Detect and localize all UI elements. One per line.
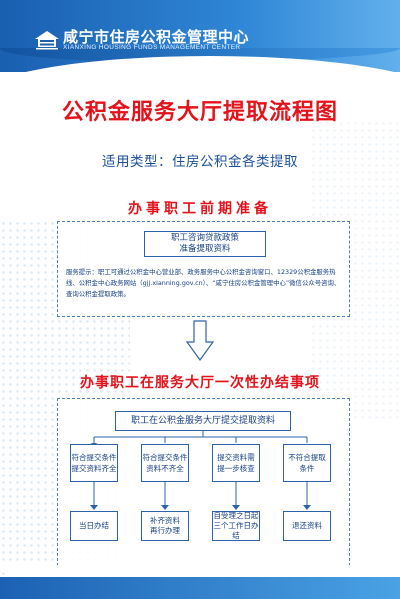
header-band: 咸宁市住房公积金管理中心 XIANXING HOUSING FUNDS MANA… [0,0,400,72]
branch-line-2: 提一步核查 [217,464,255,473]
org-name: 咸宁市住房公积金管理中心 [63,28,250,46]
process-panel: 职工在公积金服务大厅提交提取资料 符合提交条件 提交资料齐全 符合提交条件 资料… [57,398,350,566]
preparation-panel: 职工咨询贷款政策 准备提取资料 服务提示：职工可通过公积金中心营业部、政务服务中… [57,221,350,317]
footer-band [0,577,400,599]
branch-line-2: 提交资料齐全 [71,464,117,473]
result-box-three-days: 自受理之日起 三个工作日办结 [212,511,260,541]
page-title: 公积金服务大厅提取流程图 [61,100,338,125]
service-notice: 服务提示：职工可通过公积金中心营业部、政务服务中心公积金咨询窗口、12329公积… [66,268,341,298]
branch-box-incomplete: 符合提交条件 资料不齐全 [141,444,189,482]
branch-box-verification: 提交资料需 提一步核查 [212,444,260,482]
result-line-1: 退还资料 [292,521,322,530]
flow-connectors [90,431,311,510]
branch-line-1: 不符合提取 [288,453,326,462]
consult-box: 职工咨询贷款政策 准备提取资料 [144,231,266,257]
org-name-en: XIANXING HOUSING FUNDS MANAGEMENT CENTER [63,44,241,51]
branch-box-complete: 符合提交条件 提交资料齐全 [70,444,118,482]
result-box-same-day: 当日办结 [70,511,118,541]
house-logo-icon [35,31,59,50]
result-box-return: 退还资料 [283,511,331,541]
consult-line-2: 准备提取资料 [179,244,231,254]
branch-line-2: 资料不齐全 [146,464,184,473]
result-box-resubmit: 补齐资料 再行办理 [141,511,189,541]
page-subtitle: 适用类型：住房公积金各类提取 [102,154,298,170]
submit-materials-box: 职工在公积金服务大厅提交提取资料 [115,411,291,431]
result-line-2: 再行办理 [150,526,180,535]
result-line-1: 补齐资料 [150,516,180,525]
down-arrow-icon [186,320,214,362]
consult-line-1: 职工咨询贷款政策 [170,233,239,243]
branch-box-ineligible: 不符合提取 条件 [283,444,331,482]
branch-line-1: 符合提交条件 [71,453,117,462]
result-line-1: 当日办结 [79,521,109,530]
section-title-preparation: 办事职工前期准备 [128,201,272,217]
section-title-one-stop: 办事职工在服务大厅一次性办结事项 [80,375,320,391]
result-line-1: 自受理之日起 [213,511,259,520]
header-swoosh [0,56,400,72]
branch-line-1: 提交资料需 [217,453,255,462]
result-line-2: 三个工作日办结 [213,521,259,540]
branch-line-1: 符合提交条件 [142,453,188,462]
branch-line-2: 条件 [299,464,315,473]
